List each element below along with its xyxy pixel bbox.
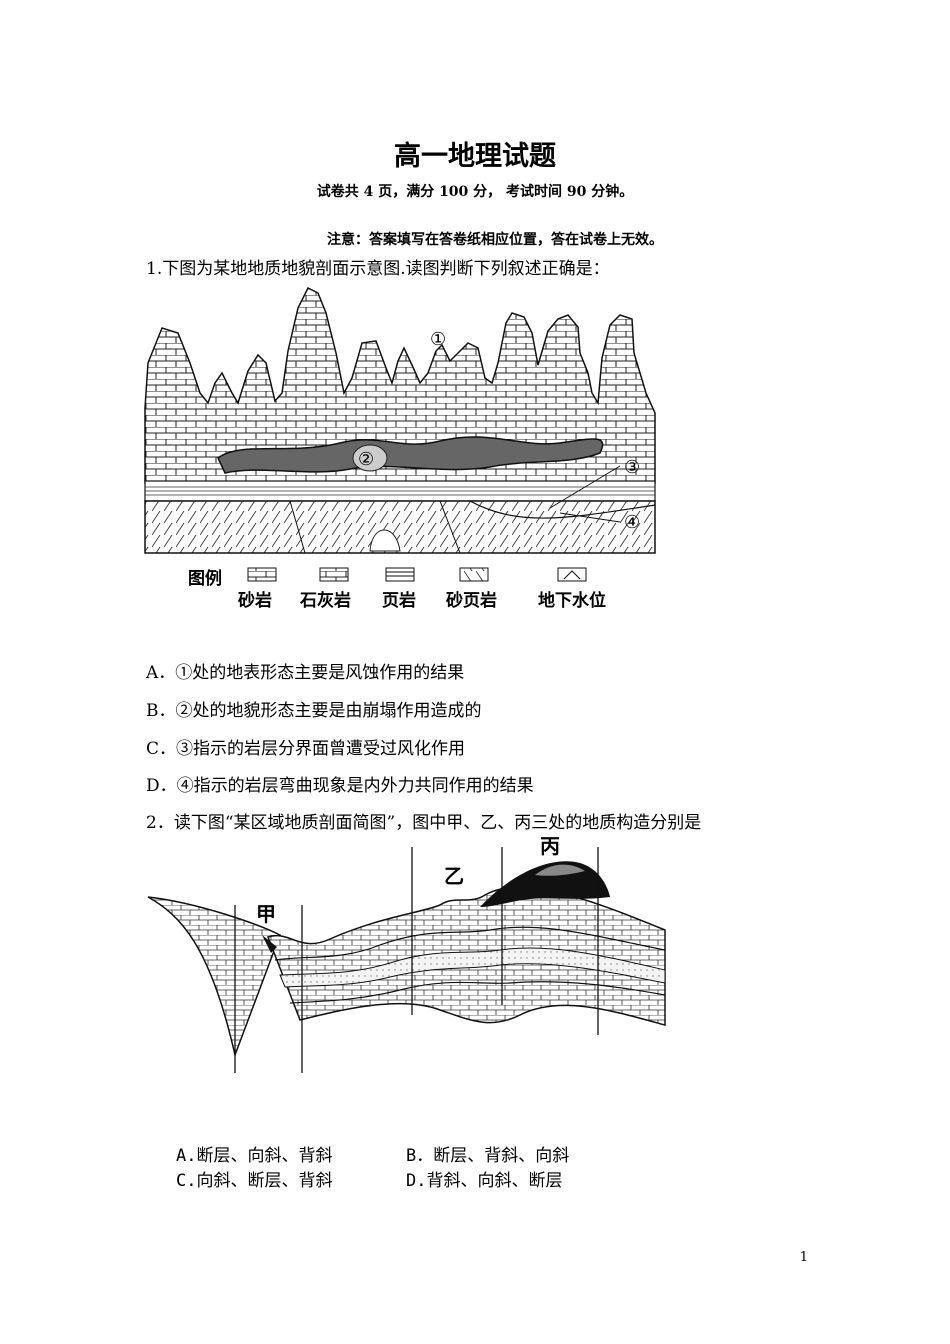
- legend-title: 图例: [188, 568, 222, 589]
- figure-marker-4: ④: [624, 512, 640, 533]
- q1-option-c: C．③指示的岩层分界面曾遭受过风化作用: [146, 739, 466, 759]
- legend-swatch-water-table: [557, 567, 587, 582]
- figure-marker-3: ③: [624, 457, 640, 478]
- figure-label-yi: 乙: [444, 864, 464, 888]
- exam-notice: 注意：答案填写在答卷纸相应位置，答在试卷上无效。: [327, 232, 663, 248]
- figure-marker-1: ①: [430, 329, 446, 350]
- legend-swatch-limestone: [319, 567, 349, 582]
- legend-label-sandy-shale: 砂页岩: [446, 590, 497, 611]
- figure-marker-2: ②: [358, 449, 374, 470]
- figure-label-bing: 丙: [540, 835, 560, 858]
- legend-swatch-sandstone: [247, 567, 277, 582]
- page-title: 高一地理试题: [394, 141, 556, 172]
- legend-swatch-sandy-shale: [459, 567, 489, 582]
- q1-option-d: D．④指示的岩层弯曲现象是内外力共同作用的结果: [146, 776, 534, 796]
- legend-label-water-table: 地下水位: [538, 590, 606, 611]
- legend-label-shale: 页岩: [382, 590, 416, 611]
- q2-option-b: B．断层、背斜、向斜: [406, 1146, 570, 1166]
- geologic-profile-figure: ① ② ③ ④ 图例 砂岩 石灰岩 页岩 砂页岩 地下水位: [144, 286, 656, 611]
- question-1-stem: 1.下图为某地地质地貌剖面示意图.读图判断下列叙述正确是：: [146, 259, 610, 279]
- q1-option-a: A．①处的地表形态主要是风蚀作用的结果: [146, 663, 465, 683]
- legend-label-limestone: 石灰岩: [299, 590, 351, 611]
- geologic-section-figure: 甲 乙 丙: [147, 835, 666, 1073]
- legend-swatch-shale: [385, 567, 415, 582]
- exam-info: 试卷共 4 页，满分 100 分， 考试时间 90 分钟。: [316, 184, 634, 200]
- q2-option-d: D.背斜、向斜、断层: [406, 1171, 563, 1191]
- q1-option-b: B．②处的地貌形态主要是由崩塌作用造成的: [146, 701, 482, 721]
- q2-option-a: A.断层、向斜、背斜: [176, 1146, 333, 1166]
- page-number: 1: [799, 1250, 808, 1265]
- legend-label-sandstone: 砂岩: [238, 590, 272, 611]
- question-2-stem: 2．读下图“某区域地质剖面简图”，图中甲、乙、丙三处的地质构造分别是: [146, 813, 702, 833]
- figure-label-jia: 甲: [256, 902, 276, 926]
- q2-option-c: C.向斜、断层、背斜: [176, 1171, 333, 1191]
